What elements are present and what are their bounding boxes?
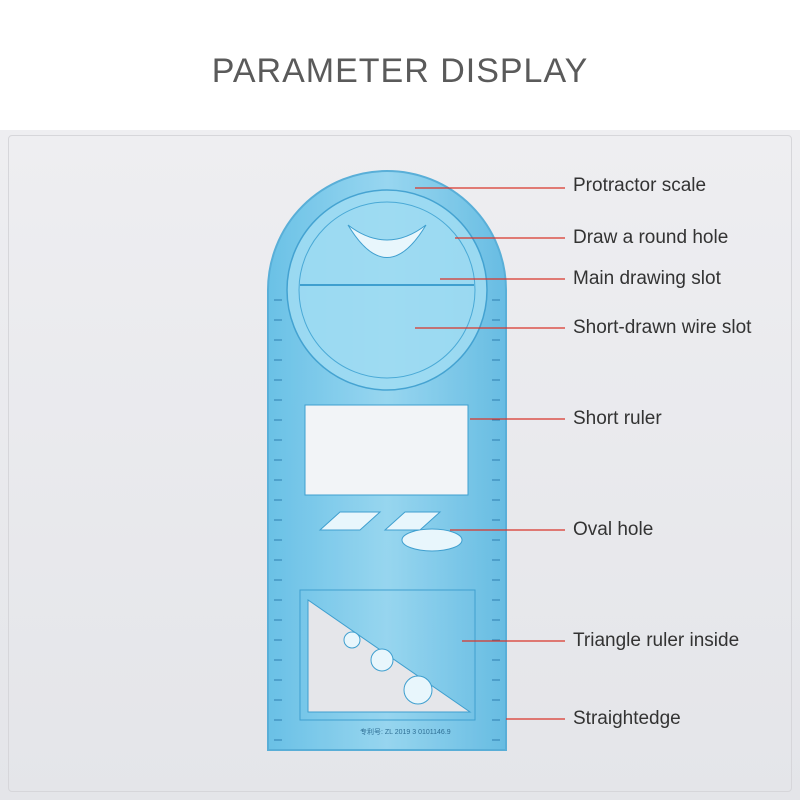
- label-round-hole: Draw a round hole: [573, 227, 729, 248]
- label-short-ruler: Short ruler: [573, 408, 662, 429]
- parallelogram-hole: [318, 511, 382, 531]
- leader-lines: [415, 187, 565, 720]
- label-triangle-ruler: Triangle ruler inside: [573, 630, 740, 651]
- label-main-drawing-slot: Main drawing slot: [573, 268, 721, 289]
- label-oval-hole: Oval hole: [573, 519, 654, 540]
- label-protractor-scale: Protractor scale: [573, 175, 707, 196]
- protractor-circle: [286, 189, 488, 391]
- panel-frame: [8, 135, 792, 792]
- label-wire-slot: Short-drawn wire slot: [573, 317, 752, 338]
- label-straightedge: Straightedge: [573, 708, 681, 729]
- round-hole-slot: [347, 224, 427, 258]
- oval-hole: [401, 528, 463, 552]
- short-ruler-window: [304, 404, 469, 496]
- page-title: PARAMETER DISPLAY: [211, 52, 589, 90]
- ruler-imprint: 专利号: ZL 2019 3 0101146.9: [360, 729, 451, 736]
